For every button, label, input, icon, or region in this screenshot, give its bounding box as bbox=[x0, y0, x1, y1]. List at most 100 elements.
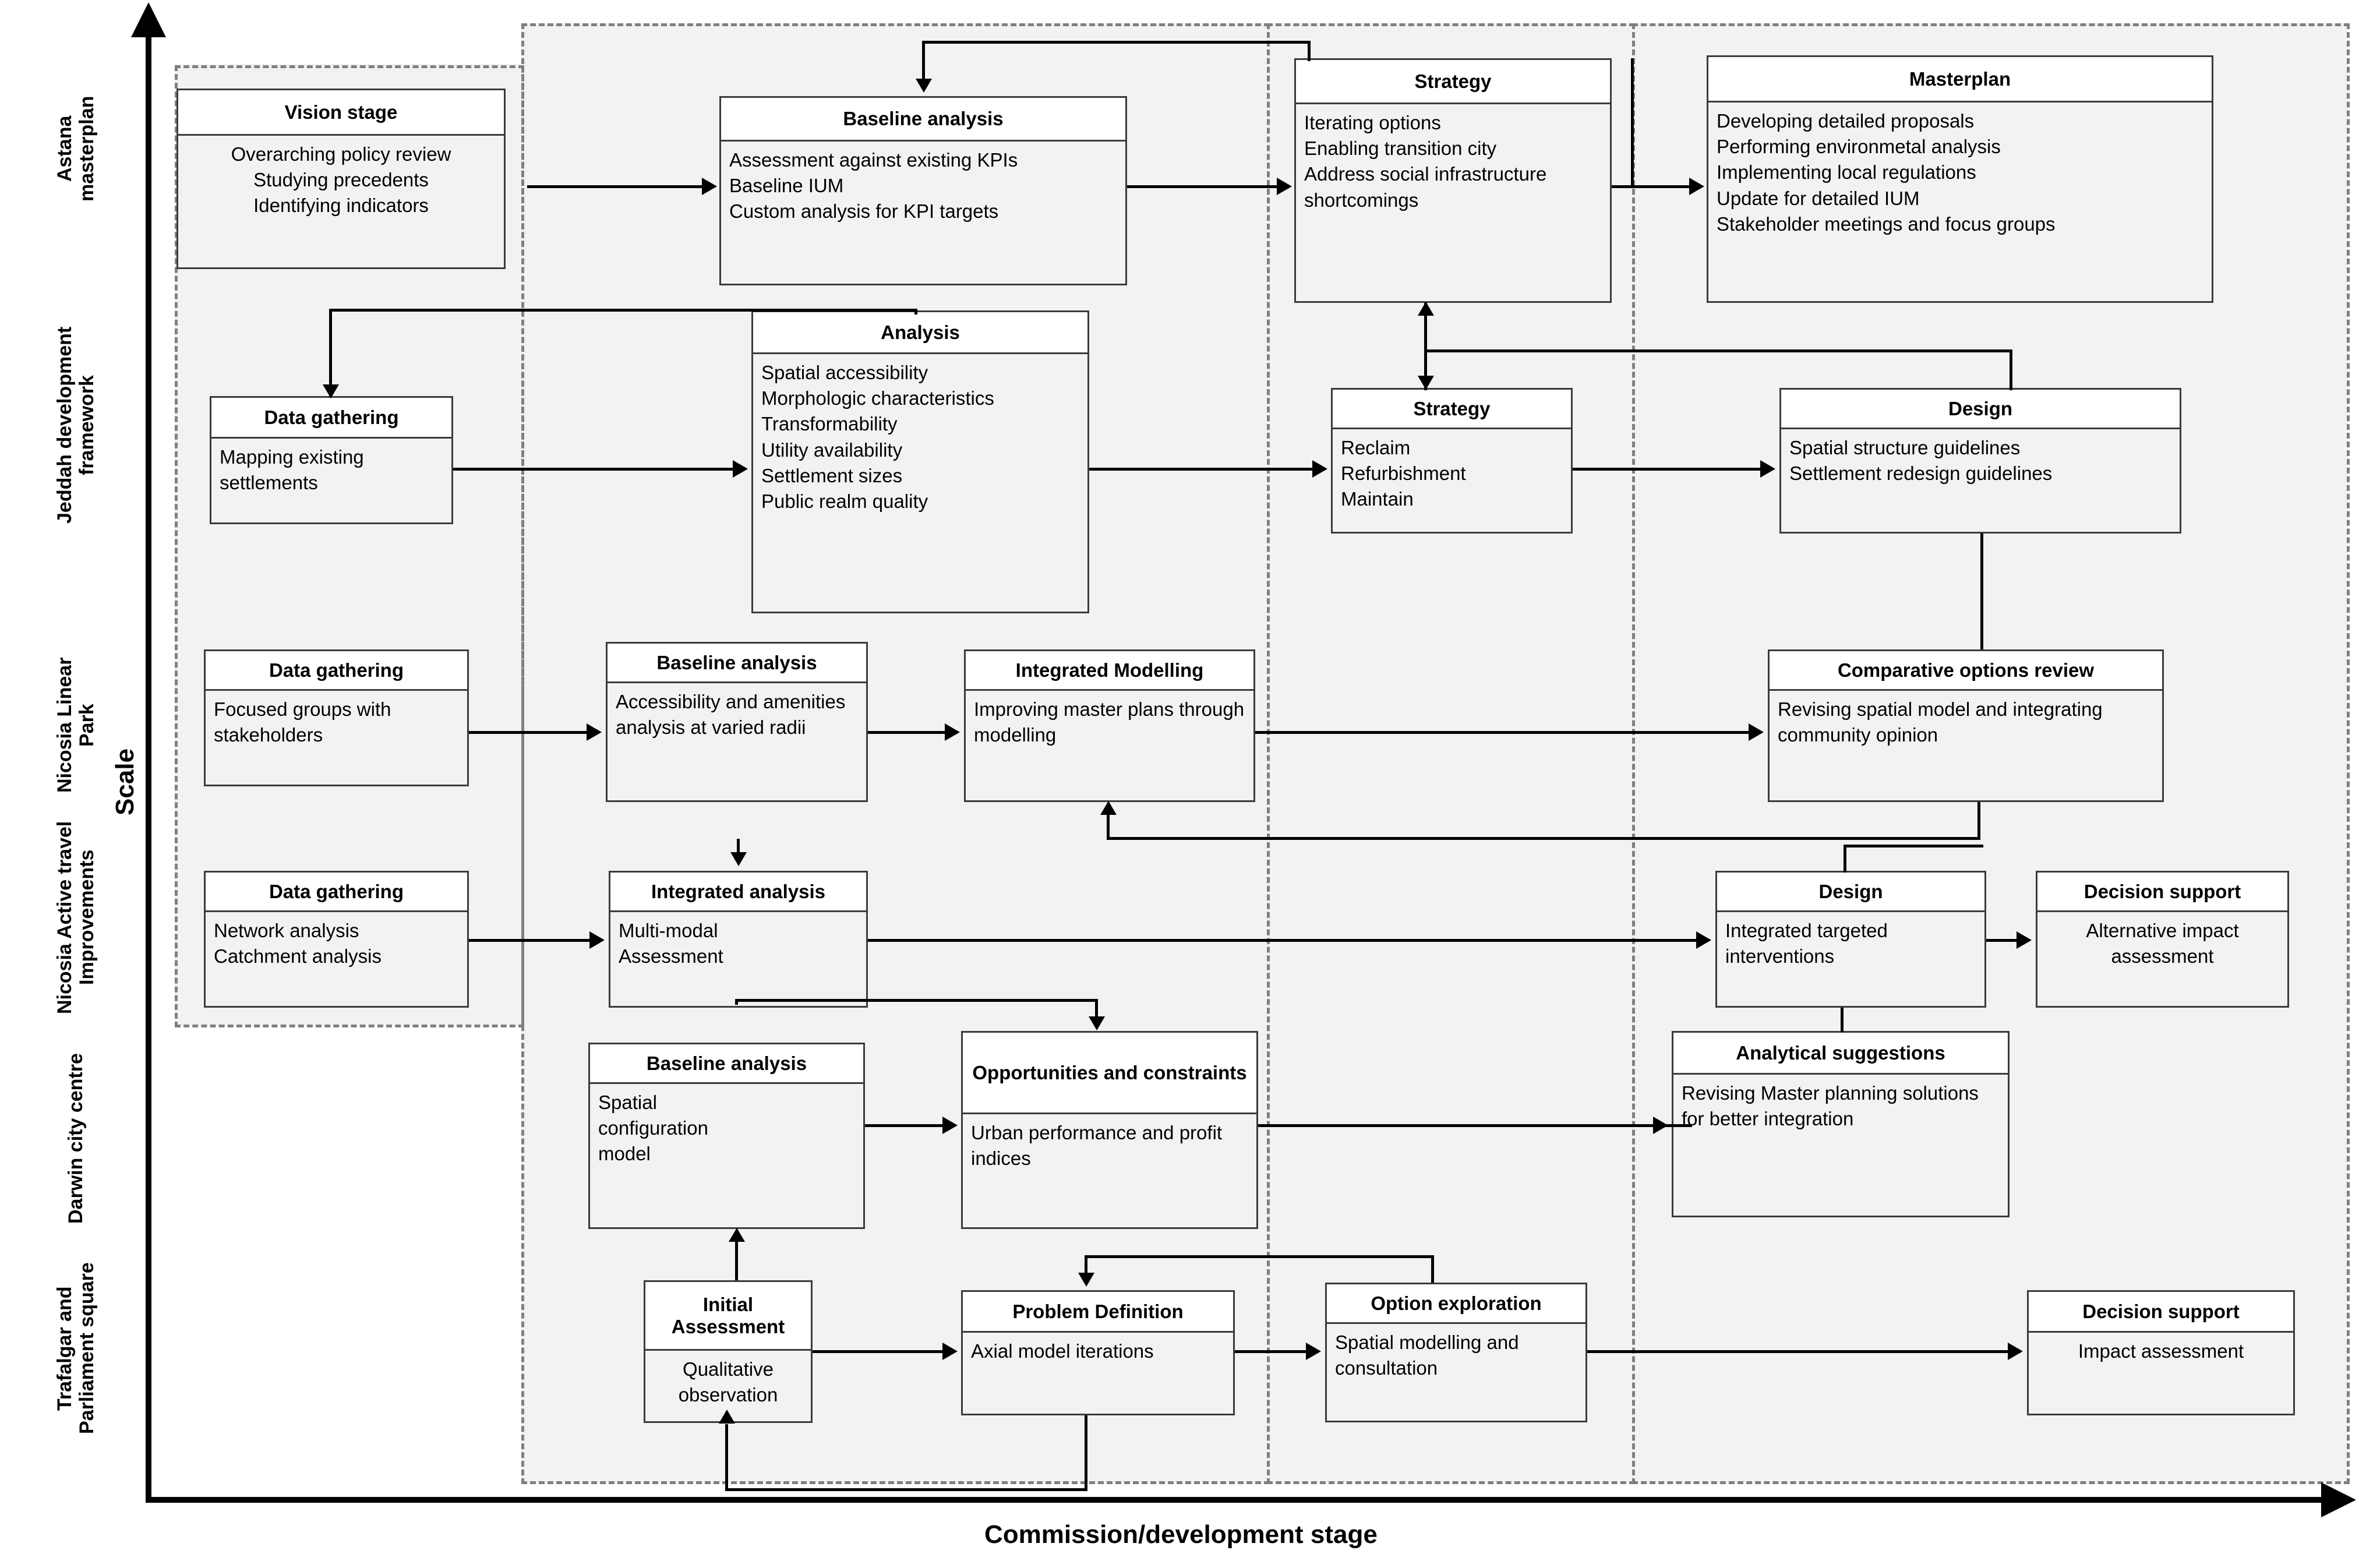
node-title: Integrated analysis bbox=[610, 873, 866, 912]
node-title: Option exploration bbox=[1327, 1284, 1585, 1324]
connector-darwin-baseline-to-opps bbox=[865, 1124, 944, 1127]
node-line: Mapping existing settlements bbox=[220, 446, 364, 494]
arrowhead bbox=[1100, 801, 1117, 815]
node-body: Qualitative observation bbox=[645, 1351, 811, 1414]
connector-travel-design-to-decision bbox=[1986, 939, 2018, 942]
node-line: Baseline IUM bbox=[729, 175, 844, 197]
node-title: Data gathering bbox=[206, 873, 467, 912]
connector-jeddah-feedback-top bbox=[329, 309, 917, 312]
node-line: Enabling transition city bbox=[1304, 137, 1497, 160]
row-label-nicosia-travel-text: Nicosia Active travel Improvements bbox=[53, 821, 98, 1014]
connector-vision-to-baseline bbox=[527, 185, 705, 188]
node-traf-problem-definition[interactable]: Problem Definition Axial model iteration… bbox=[961, 1290, 1235, 1415]
node-line: Identifying indicators bbox=[253, 195, 429, 217]
row-label-nicosia-travel: Nicosia Active travel Improvements bbox=[17, 810, 134, 1025]
y-axis-line bbox=[146, 35, 151, 1503]
arrowhead bbox=[1689, 178, 1704, 195]
connector-park-data-to-baseline bbox=[469, 731, 588, 734]
node-title: Masterplan bbox=[1708, 57, 2212, 103]
connector-travel-data-to-analysis bbox=[469, 939, 591, 942]
node-title: Analytical suggestions bbox=[1673, 1033, 2008, 1075]
node-title: Baseline analysis bbox=[721, 98, 1125, 142]
arrowhead bbox=[733, 460, 748, 478]
arrowhead bbox=[2017, 931, 2032, 949]
node-title: Comparative options review bbox=[1770, 651, 2162, 691]
connector-jeddah-feedback-down bbox=[329, 309, 332, 397]
node-body: Mapping existing settlements bbox=[211, 439, 451, 502]
connector-travel-analysis-to-design bbox=[868, 939, 1698, 942]
node-astana-vision[interactable]: Vision stage Overarching policy review S… bbox=[176, 89, 506, 269]
node-astana-masterplan[interactable]: Masterplan Developing detailed proposals… bbox=[1707, 55, 2213, 303]
connector-jeddah-strategy-to-design bbox=[1573, 468, 1763, 471]
arrowhead bbox=[729, 1228, 745, 1242]
arrowhead bbox=[2008, 1343, 2023, 1360]
node-title: Data gathering bbox=[211, 398, 451, 439]
node-line: Axial model iterations bbox=[971, 1340, 1154, 1362]
connector-suggestions-riser bbox=[1841, 1008, 1844, 1032]
row-label-astana-text: Astana masterplan bbox=[53, 96, 98, 202]
node-body: Reclaim Refurbishment Maintain bbox=[1333, 429, 1571, 518]
node-darwin-analytical-suggestions[interactable]: Analytical suggestions Revising Master p… bbox=[1672, 1031, 2010, 1217]
node-traf-decision-support[interactable]: Decision support Impact assessment bbox=[2027, 1290, 2295, 1415]
arrowhead bbox=[323, 384, 339, 398]
node-line: Custom analysis for KPI targets bbox=[729, 200, 999, 223]
connector-jeddah-data-to-analysis bbox=[453, 468, 736, 471]
arrowhead bbox=[1078, 1273, 1094, 1287]
node-jeddah-data-gathering[interactable]: Data gathering Mapping existing settleme… bbox=[210, 396, 453, 524]
connector-review-down-to-feedback bbox=[1977, 802, 1980, 838]
node-line: Accessibility and amenities analysis at … bbox=[616, 691, 846, 739]
connector-problem-loop-bottom bbox=[725, 1488, 1086, 1491]
node-line: Reclaim bbox=[1341, 437, 1411, 458]
node-travel-data-gathering[interactable]: Data gathering Network analysis Catchmen… bbox=[204, 871, 469, 1008]
node-travel-integrated-analysis[interactable]: Integrated analysis Multi-modal Assessme… bbox=[609, 871, 868, 1008]
node-line: Morphologic characteristics bbox=[761, 387, 994, 409]
node-line: Studying precedents bbox=[253, 169, 429, 191]
node-title: Baseline analysis bbox=[590, 1044, 863, 1084]
connector-traf-problem-to-option bbox=[1235, 1350, 1308, 1353]
node-travel-decision-support[interactable]: Decision support Alternative impact asse… bbox=[2036, 871, 2289, 1008]
connector-darwin-feedback-down bbox=[1095, 999, 1098, 1019]
node-jeddah-analysis[interactable]: Analysis Spatial accessibility Morpholog… bbox=[751, 310, 1089, 613]
arrowhead bbox=[1312, 460, 1327, 478]
node-line: Integrated targeted interventions bbox=[1725, 920, 1888, 967]
node-travel-design[interactable]: Design Integrated targeted interventions bbox=[1715, 871, 1986, 1008]
node-body: Revising spatial model and integrating c… bbox=[1770, 691, 2162, 754]
node-body: Alternative impact assessment bbox=[2037, 912, 2287, 975]
node-body: Spatial configuration model bbox=[590, 1084, 863, 1173]
node-body: Spatial accessibility Morphologic charac… bbox=[753, 354, 1087, 520]
arrowhead bbox=[1418, 302, 1434, 316]
row-label-darwin: Darwin city centre bbox=[17, 1043, 134, 1235]
node-traf-initial-assessment[interactable]: Initial Assessment Qualitative observati… bbox=[644, 1280, 813, 1423]
connector-jeddah-design-to-park-review bbox=[1980, 534, 1983, 659]
node-jeddah-design[interactable]: Design Spatial structure guidelines Sett… bbox=[1779, 388, 2181, 534]
row-label-trafalgar-text: Trafalgar and Parliament square bbox=[53, 1262, 98, 1435]
node-line: Spatial modelling and consultation bbox=[1335, 1332, 1519, 1379]
node-jeddah-strategy[interactable]: Strategy Reclaim Refurbishment Maintain bbox=[1331, 388, 1573, 534]
node-darwin-baseline[interactable]: Baseline analysis Spatial configuration … bbox=[588, 1043, 865, 1229]
node-park-comparative-review[interactable]: Comparative options review Revising spat… bbox=[1768, 649, 2164, 802]
arrowhead bbox=[1760, 460, 1775, 478]
node-astana-baseline[interactable]: Baseline analysis Assessment against exi… bbox=[719, 96, 1127, 285]
arrowhead bbox=[730, 852, 747, 866]
arrowhead bbox=[589, 931, 605, 949]
node-traf-option-exploration[interactable]: Option exploration Spatial modelling and… bbox=[1325, 1283, 1587, 1422]
node-title: Strategy bbox=[1333, 390, 1571, 429]
node-title: Data gathering bbox=[206, 651, 467, 691]
node-astana-strategy[interactable]: Strategy Iterating options Enabling tran… bbox=[1294, 58, 1612, 303]
node-line: Stakeholder meetings and focus groups bbox=[1717, 213, 2056, 235]
node-line: Catchment analysis bbox=[214, 945, 382, 967]
node-title: Opportunities and constraints bbox=[963, 1033, 1256, 1114]
node-park-data-gathering[interactable]: Data gathering Focused groups with stake… bbox=[204, 649, 469, 786]
node-line: Update for detailed IUM bbox=[1717, 187, 1920, 209]
node-body: Assessment against existing KPIs Baselin… bbox=[721, 142, 1125, 231]
connector-strategy-masterplan-riser bbox=[1631, 58, 1634, 188]
node-body: Overarching policy review Studying prece… bbox=[178, 136, 504, 225]
arrowhead bbox=[1418, 376, 1434, 390]
node-darwin-opportunities[interactable]: Opportunities and constraints Urban perf… bbox=[961, 1031, 1258, 1229]
node-line: Spatial bbox=[598, 1092, 657, 1113]
node-title: Design bbox=[1717, 873, 1984, 912]
connector-travel-design-riser bbox=[1844, 845, 1846, 873]
node-park-integrated-modelling[interactable]: Integrated Modelling Improving master pl… bbox=[964, 649, 1255, 802]
node-park-baseline[interactable]: Baseline analysis Accessibility and amen… bbox=[606, 642, 868, 802]
